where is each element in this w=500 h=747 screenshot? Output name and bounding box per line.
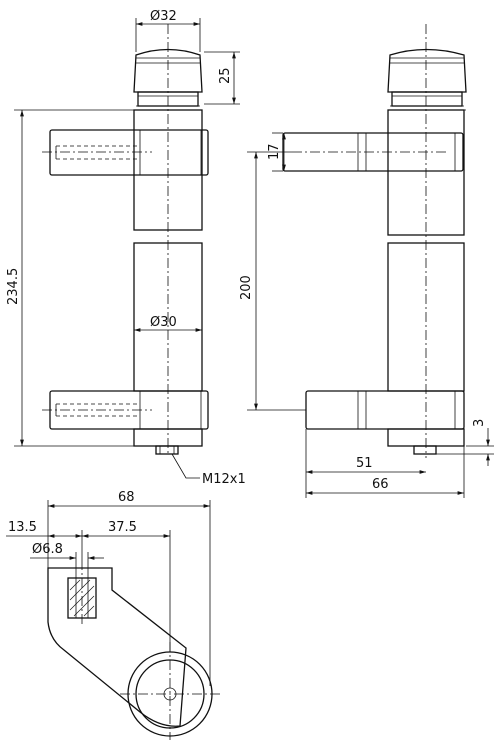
dim-bore-diameter: Ø6.8 (32, 542, 63, 557)
dim-plan-13-5: 13.5 (8, 520, 37, 535)
dim-width-66: 66 (372, 477, 389, 492)
dim-center-distance: 200 (239, 275, 254, 300)
upper-arm (49, 129, 209, 176)
dim-height-25: 25 (218, 67, 233, 84)
dim-diameter-30: Ø30 (150, 315, 177, 330)
dim-offset-3: 3 (472, 419, 487, 427)
side-lower-arm (305, 390, 465, 430)
side-knob-cap (387, 48, 467, 93)
front-view: Ø32 25 234.5 Ø30 M12x1 (6, 9, 246, 487)
side-view: 17 200 3 51 66 (239, 24, 494, 498)
dim-plan-68: 68 (118, 490, 135, 505)
arm-outline (47, 567, 187, 727)
plan-view: 68 13.5 37.5 Ø6.8 (6, 490, 220, 740)
knob-cap (133, 48, 203, 93)
dim-width-51: 51 (356, 456, 373, 471)
dim-total-height: 234.5 (6, 268, 21, 305)
thread-stub (155, 445, 179, 455)
dim-plan-37-5: 37.5 (108, 520, 137, 535)
dim-diameter-32: Ø32 (150, 9, 177, 24)
thread-label: M12x1 (202, 472, 246, 487)
